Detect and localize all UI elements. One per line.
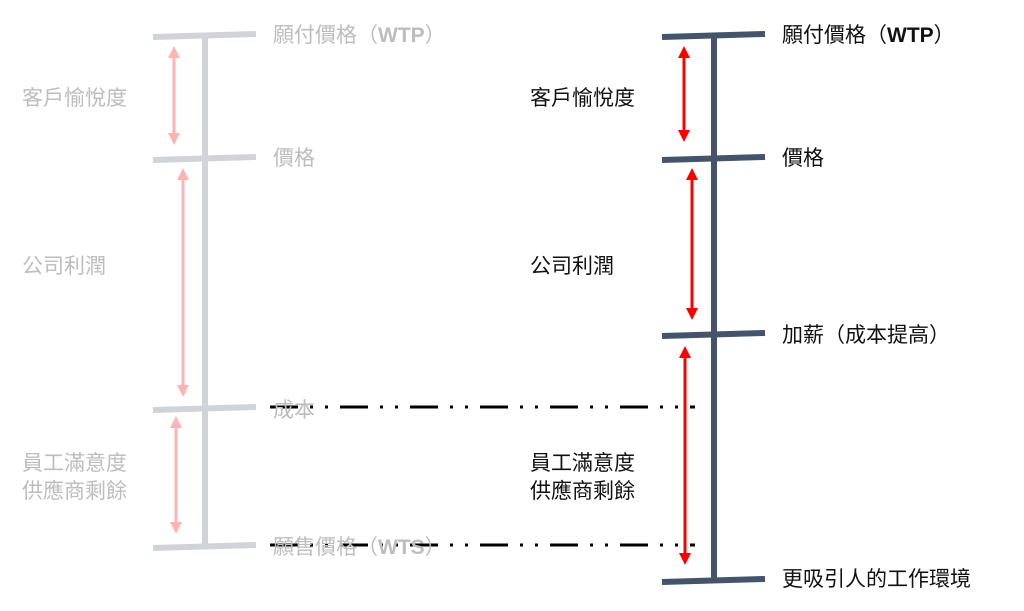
- before-price-label: 價格: [273, 146, 315, 170]
- price-tick: [152, 154, 257, 163]
- raise-tick: [661, 330, 766, 339]
- wts-text: 願售價格（: [273, 535, 378, 559]
- after-price-label: 價格: [782, 146, 824, 170]
- wtp-close: ）: [933, 23, 955, 47]
- after-company-profit-label: 公司利潤: [530, 254, 614, 278]
- after-value-stick: [661, 31, 766, 585]
- before-value-stick: [152, 31, 257, 551]
- after-employee-satisfaction-label: 員工滿意度: [530, 451, 635, 475]
- wtp-abbr: WTP: [378, 24, 425, 47]
- wtp-text: 願付價格（: [273, 23, 378, 47]
- wts-abbr: WTS: [378, 536, 425, 559]
- wtp-text: 願付價格（: [782, 23, 887, 47]
- price-tick: [661, 154, 766, 163]
- wts-tick: [152, 542, 257, 551]
- wts-close: ）: [424, 535, 446, 559]
- before-employee-satisfaction-label: 員工滿意度: [22, 451, 127, 475]
- before-wtp-label: 願付價格（WTP）: [273, 22, 446, 49]
- after-raise-label: 加薪（成本提高）: [782, 323, 950, 347]
- after-supplier-surplus-label: 供應商剩餘: [530, 479, 635, 503]
- cost-tick: [152, 404, 257, 413]
- after-wtp-label: 願付價格（WTP）: [782, 22, 955, 49]
- before-company-profit-label: 公司利潤: [22, 254, 106, 278]
- before-wts-label: 願售價格（WTS）: [273, 534, 446, 561]
- after-workplace-label: 更吸引人的工作環境: [782, 567, 971, 591]
- after-customer-delight-label: 客戶愉悅度: [530, 86, 635, 110]
- wtp-abbr: WTP: [887, 24, 934, 47]
- workplace-tick: [661, 576, 766, 585]
- wtp-tick: [661, 31, 766, 40]
- before-cost-label: 成本: [273, 398, 315, 422]
- wtp-tick: [152, 31, 257, 40]
- before-supplier-surplus-label: 供應商剩餘: [22, 479, 127, 503]
- before-customer-delight-label: 客戶愉悅度: [22, 86, 127, 110]
- wtp-close: ）: [424, 23, 446, 47]
